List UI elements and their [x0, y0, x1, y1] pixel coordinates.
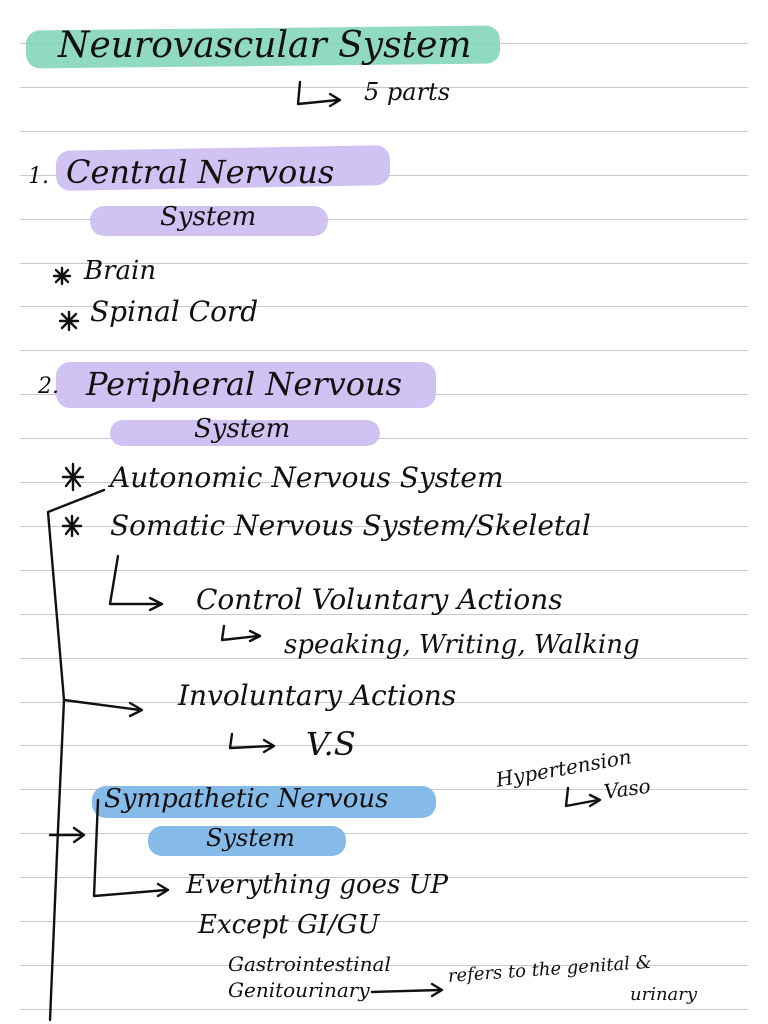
asterisk-icon [61, 462, 85, 492]
genitourinary-label: Genitourinary [228, 978, 370, 1002]
asterisk-icon [61, 514, 83, 538]
voluntary-examples: speaking, Writing, Walking [284, 630, 640, 660]
everything-goes-up: Everything goes UP [186, 870, 449, 900]
title-subtitle: 5 parts [364, 78, 451, 106]
peripheral-heading-highlight [56, 362, 436, 408]
somatic-item: Somatic Nervous System/Skeletal [110, 509, 591, 542]
speaking-arrow-icon [220, 624, 260, 642]
sympathetic-system-highlight [148, 826, 346, 856]
vaso-arrow-icon [564, 786, 600, 808]
left-bracket-line [46, 488, 106, 1022]
section1-heading: Central Nervous [66, 153, 335, 191]
control-arrow-icon [108, 554, 162, 606]
page-title: Neurovascular System [58, 25, 472, 66]
refers-arrow-icon [370, 988, 442, 994]
control-voluntary-actions: Control Voluntary Actions [196, 583, 563, 616]
vs-label: V.S [306, 725, 356, 763]
peripheral-system-highlight [110, 420, 380, 446]
involuntary-actions: Involuntary Actions [178, 679, 457, 712]
vs-arrow-icon [228, 732, 274, 750]
asterisk-icon [52, 266, 72, 286]
section1-item-brain: Brain [84, 256, 157, 286]
involuntary-arrow-icon [62, 698, 142, 712]
urinary-note: urinary [630, 984, 698, 1005]
side-note-vaso: Vaso [602, 773, 653, 804]
central-system-highlight [90, 206, 328, 236]
asterisk-icon [58, 310, 80, 332]
section1-number: 1. [28, 164, 49, 189]
gastrointestinal-label: Gastrointestinal [228, 952, 391, 976]
autonomic-item: Autonomic Nervous System [110, 461, 504, 494]
sympathetic-bracket-line [92, 798, 168, 898]
except-gi-gu: Except GI/GU [198, 910, 380, 940]
section2-number: 2. [38, 374, 59, 399]
title-arrow-icon [296, 80, 340, 106]
sympathetic-heading-highlight [92, 786, 436, 818]
sympathetic-heading: Sympathetic Nervous [104, 784, 389, 814]
section2-heading-system: System [194, 414, 291, 444]
sympathetic-heading-system: System [206, 824, 295, 852]
section1-heading-system: System [160, 202, 257, 232]
section2-heading: Peripheral Nervous [86, 365, 402, 403]
section1-item-spinal-cord: Spinal Cord [90, 295, 259, 328]
